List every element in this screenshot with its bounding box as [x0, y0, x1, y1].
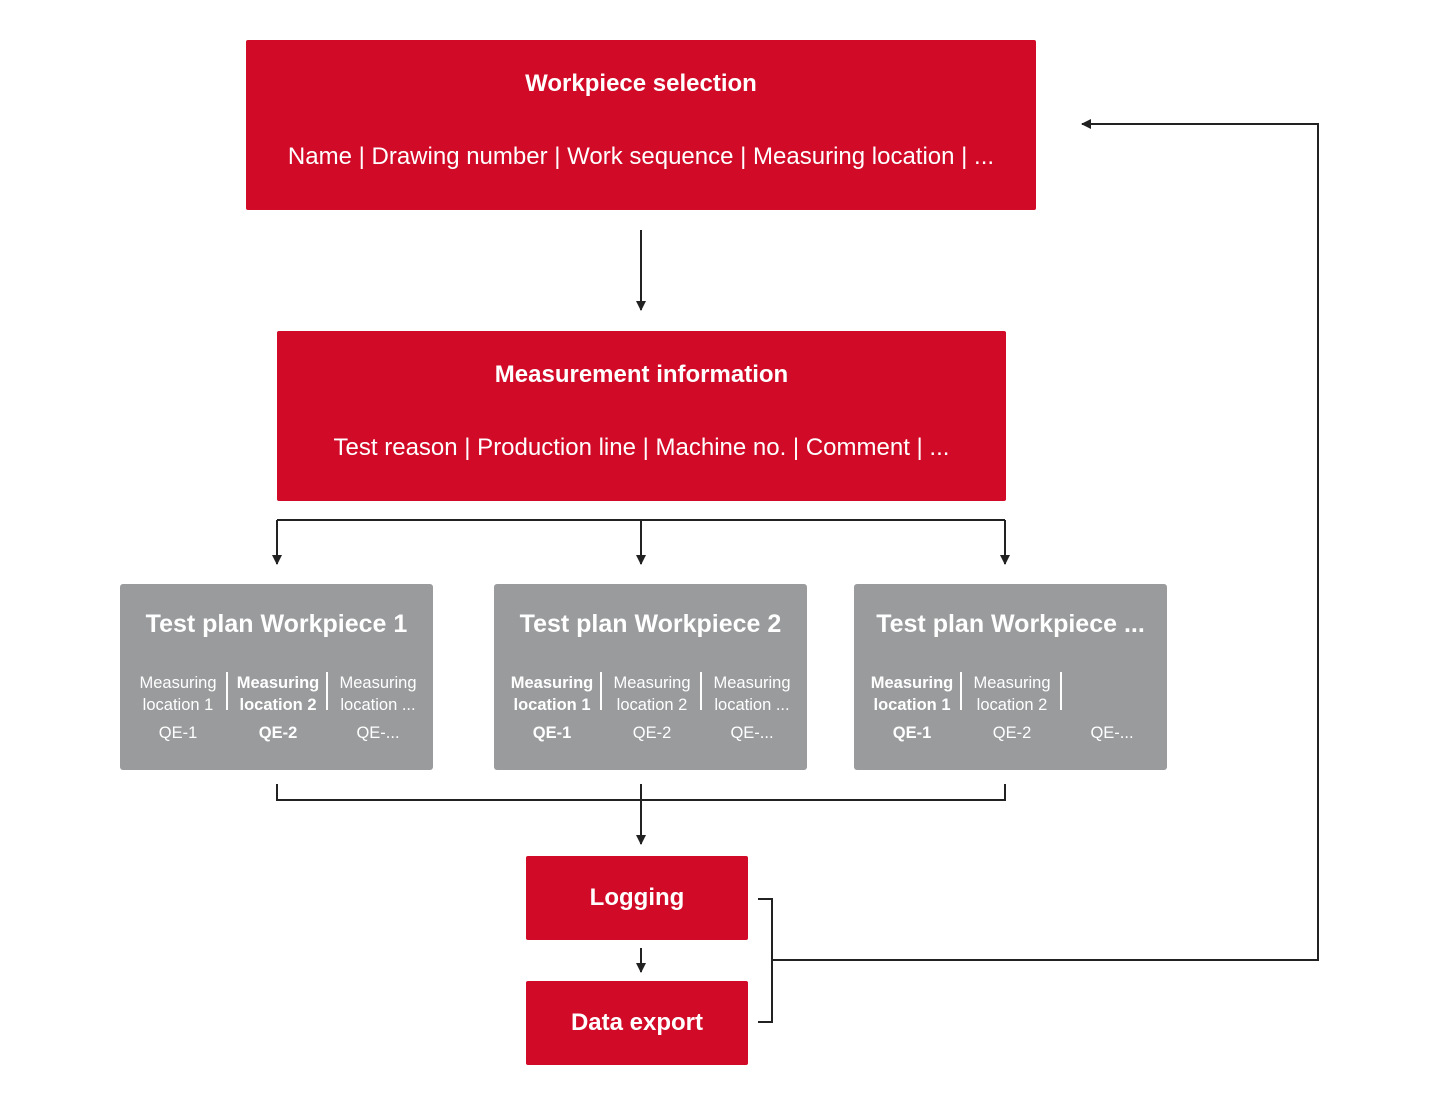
logging-label: Logging: [589, 884, 685, 911]
feedback-loop: [772, 119, 1319, 961]
measuring-location: QE-...: [1062, 672, 1162, 744]
column-divider: [226, 672, 228, 710]
measuring-location: Measuring location 1 QE-1: [502, 672, 602, 744]
measuring-location-name: Measuring location 2: [236, 674, 320, 714]
test-plan-box: Test plan Workpiece 2 Measuring location…: [494, 584, 807, 770]
workpiece-selection-fields: Name | Drawing number | Work sequence | …: [287, 143, 995, 170]
quality-element-label: QE-1: [158, 724, 198, 742]
column-divider: [960, 672, 962, 710]
quality-element-label: QE-1: [892, 724, 932, 742]
workpiece-selection-title: Workpiece selection: [525, 70, 757, 97]
quality-element-label: QE-2: [632, 724, 672, 742]
measuring-location: Measuring location ... QE-...: [328, 672, 428, 744]
measurement-information-fields: Test reason | Production line | Machine …: [333, 434, 950, 461]
quality-element-label: QE-...: [730, 724, 774, 742]
measuring-location-name: Measuring location 1: [870, 674, 954, 714]
measuring-location: Measuring location 1 QE-1: [128, 672, 228, 744]
workpiece-selection-box: Workpiece selection Name | Drawing numbe…: [246, 40, 1036, 210]
measuring-location-name: Measuring location 2: [613, 674, 691, 714]
measuring-location: Measuring location 1 QE-1: [862, 672, 962, 744]
logging-box: Logging: [526, 856, 748, 940]
measurement-information-title: Measurement information: [494, 361, 789, 388]
measuring-location: Measuring location 2 QE-2: [228, 672, 328, 744]
measuring-location: Measuring location 2 QE-2: [602, 672, 702, 744]
test-plan-box: Test plan Workpiece 1 Measuring location…: [120, 584, 433, 770]
quality-element-label: QE-2: [992, 724, 1032, 742]
test-plan-box: Test plan Workpiece ... Measuring locati…: [854, 584, 1167, 770]
measuring-location-name: Measuring location ...: [339, 674, 417, 714]
column-divider: [326, 672, 328, 710]
measuring-location: Measuring location ... QE-...: [702, 672, 802, 744]
measuring-location-name: Measuring location 2: [973, 674, 1051, 714]
output-bracket: [758, 898, 773, 1023]
column-divider: [700, 672, 702, 710]
quality-element-label: QE-...: [356, 724, 400, 742]
measuring-location-name: Measuring location 1: [510, 674, 594, 714]
quality-element-label: QE-...: [1090, 724, 1134, 742]
test-plan-title: Test plan Workpiece ...: [876, 610, 1145, 638]
measuring-location-name: Measuring location 1: [139, 674, 217, 714]
quality-element-label: QE-2: [258, 724, 298, 742]
column-divider: [1060, 672, 1062, 710]
column-divider: [600, 672, 602, 710]
test-plan-title: Test plan Workpiece 2: [519, 610, 782, 638]
measuring-location: Measuring location 2 QE-2: [962, 672, 1062, 744]
test-plan-title: Test plan Workpiece 1: [145, 610, 408, 638]
measuring-location-name: Measuring location ...: [713, 674, 791, 714]
quality-element-label: QE-1: [532, 724, 572, 742]
data-export-box: Data export: [526, 981, 748, 1065]
measurement-information-box: Measurement information Test reason | Pr…: [277, 331, 1006, 501]
data-export-label: Data export: [570, 1009, 704, 1036]
